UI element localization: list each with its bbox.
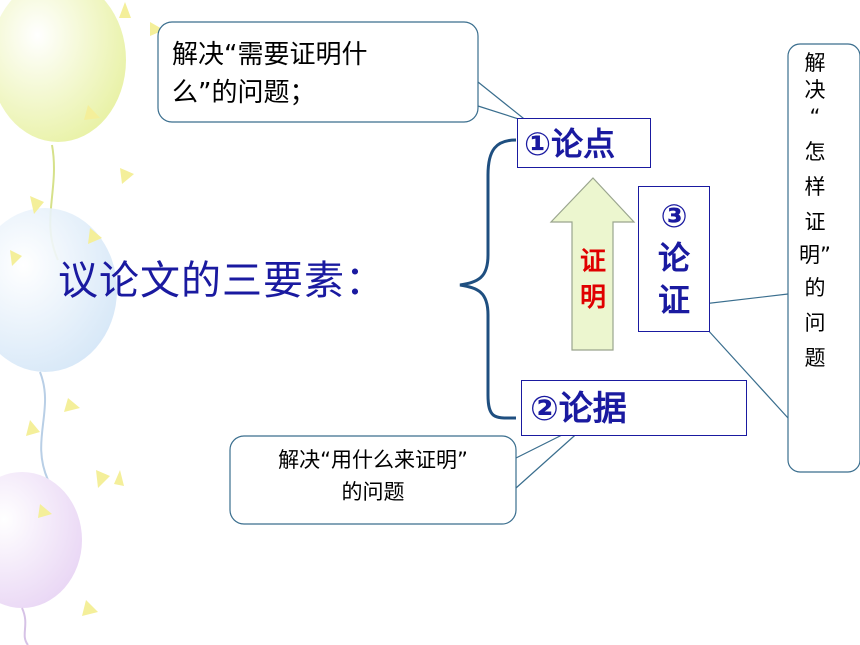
decor-balloon-blue [0,208,117,481]
point-callout-text: 解决“需要证明什 么”的问题； [172,36,462,112]
callout-char: 解 [804,51,826,75]
argumentation-callout-shape [684,43,860,473]
brace-bracket [459,138,517,420]
callout-char: 的 [804,276,826,300]
callout-char: 题 [804,346,826,370]
slide-title: 议论文的三要素： [58,258,386,304]
point-callout-shape [157,21,529,123]
evidence-callout-text: 解决“用什么来证明” 的问题 [228,444,518,508]
arrow-label: 证 明 [578,244,608,316]
callout-line: 么”的问题； [172,78,316,108]
arrow-label-line: 明 [579,283,606,313]
callout-char: 问 [804,311,826,335]
argumentation-line: 证 [657,281,690,319]
callout-line: 解决“用什么来证明” [278,448,468,472]
point-box: ①论点 [517,118,651,168]
callout-char: 样 [804,175,826,199]
callout-char: 决 [804,78,826,102]
callout-char: 证 [804,210,826,234]
decor-sparkles [10,2,164,616]
argumentation-callout-text: 解 决 “ 怎 样 证 明” 的 问 题 [795,50,835,372]
callout-char: 明” [799,243,831,267]
proof-arrow [549,177,636,351]
evidence-callout-shape [229,419,593,525]
decor-balloon-purple [0,472,82,645]
evidence-box: ②论据 [521,380,747,436]
argumentation-box: ③ 论 证 [638,186,710,332]
argumentation-line: 论 [657,239,690,277]
callout-char: “ [809,105,821,129]
arrow-label-line: 证 [579,247,606,277]
callout-line: 解决“需要证明什 [172,40,368,70]
callout-line: 的问题 [341,480,405,504]
argumentation-line: ③ [660,197,688,235]
callout-char: 怎 [804,140,826,164]
